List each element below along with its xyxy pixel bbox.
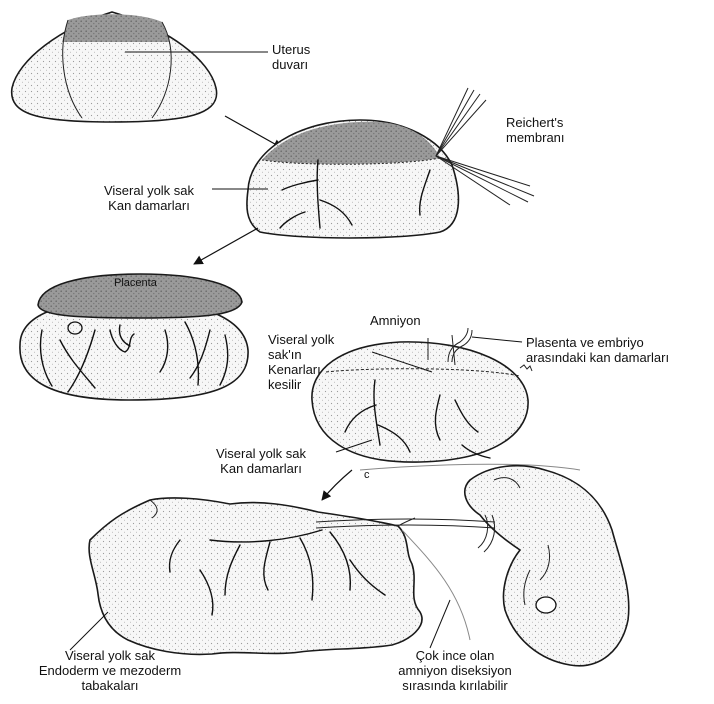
thin-amnion-line-1: Çok ince olan <box>380 648 530 663</box>
yolk-sac-edges-cut-line-2: sak'ın <box>268 347 334 362</box>
placenta-stage <box>20 274 248 400</box>
reicherts-membrane-label-line-1: Reichert's <box>506 115 565 130</box>
yolk-sac-edges-cut-line-3: Kenarları <box>268 362 334 377</box>
placenta-embryo-vessels-label: Plasenta ve embriyo arasındaki kan damar… <box>526 335 669 365</box>
reicherts-membrane-label-line-2: membranı <box>506 130 565 145</box>
visceral-yolk-vessels-2-line-2: Kan damarları <box>196 461 326 476</box>
step-c-label: c <box>364 468 370 483</box>
endoderm-mesoderm-line-1: Viseral yolk sak <box>30 648 190 663</box>
thin-amnion-line-2: amniyon diseksiyon <box>380 663 530 678</box>
amnion-label: Amniyon <box>370 313 421 328</box>
yolk-sac-edges-cut-line-4: kesilir <box>268 377 334 392</box>
visceral-yolk-vessels-label-1: Viseral yolk sak Kan damarları <box>86 183 212 213</box>
opened-yolk-sac-stage <box>70 464 629 666</box>
placenta-label: Placenta <box>114 276 157 291</box>
uterus-wall-label-line-2: duvarı <box>272 57 310 72</box>
yolk-sac-stage-2 <box>212 88 534 238</box>
endoderm-mesoderm-label: Viseral yolk sak Endoderm ve mezoderm ta… <box>30 648 190 693</box>
placenta-embryo-vessels-line-1: Plasenta ve embriyo <box>526 335 669 350</box>
thin-amnion-line-3: sırasında kırılabilir <box>380 678 530 693</box>
yolk-sac-edges-cut-line-1: Viseral yolk <box>268 332 334 347</box>
uterus-stage <box>12 12 268 122</box>
uterus-wall-label-line-1: Uterus <box>272 42 310 57</box>
endoderm-mesoderm-line-2: Endoderm ve mezoderm <box>30 663 190 678</box>
amnion-stage <box>312 328 532 462</box>
visceral-yolk-vessels-1-line-2: Kan damarları <box>86 198 212 213</box>
visceral-yolk-vessels-1-line-1: Viseral yolk sak <box>86 183 212 198</box>
yolk-sac-edges-cut-label: Viseral yolk sak'ın Kenarları kesilir <box>268 332 334 392</box>
thin-amnion-label: Çok ince olan amniyon diseksiyon sırasın… <box>380 648 530 693</box>
visceral-yolk-vessels-2-line-1: Viseral yolk sak <box>196 446 326 461</box>
visceral-yolk-vessels-label-2: Viseral yolk sak Kan damarları <box>196 446 326 476</box>
endoderm-mesoderm-line-3: tabakaları <box>30 678 190 693</box>
reicherts-membrane-label: Reichert's membranı <box>506 115 565 145</box>
uterus-wall-label: Uterus duvarı <box>272 42 310 72</box>
placenta-embryo-vessels-line-2: arasındaki kan damarları <box>526 350 669 365</box>
